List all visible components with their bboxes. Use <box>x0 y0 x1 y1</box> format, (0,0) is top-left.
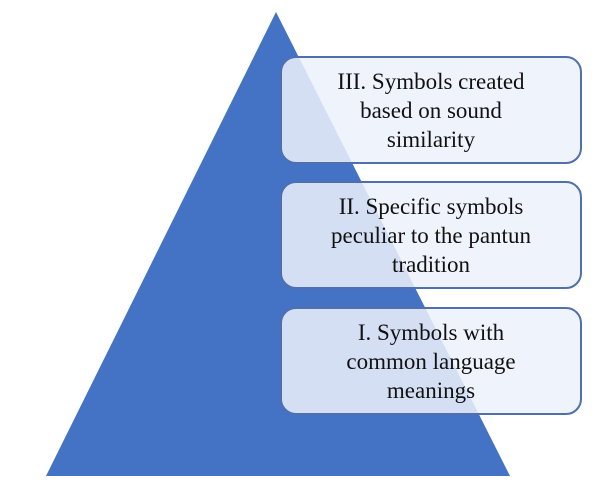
level-1-box: I. Symbols with common language meanings <box>280 307 582 415</box>
level-2-label: II. Specific symbols peculiar to the pan… <box>331 193 531 277</box>
level-2-box: II. Specific symbols peculiar to the pan… <box>280 181 582 289</box>
level-1-label: I. Symbols with common language meanings <box>346 319 516 403</box>
level-3-label: III. Symbols created based on sound simi… <box>337 68 525 152</box>
level-3-box: III. Symbols created based on sound simi… <box>280 56 582 164</box>
